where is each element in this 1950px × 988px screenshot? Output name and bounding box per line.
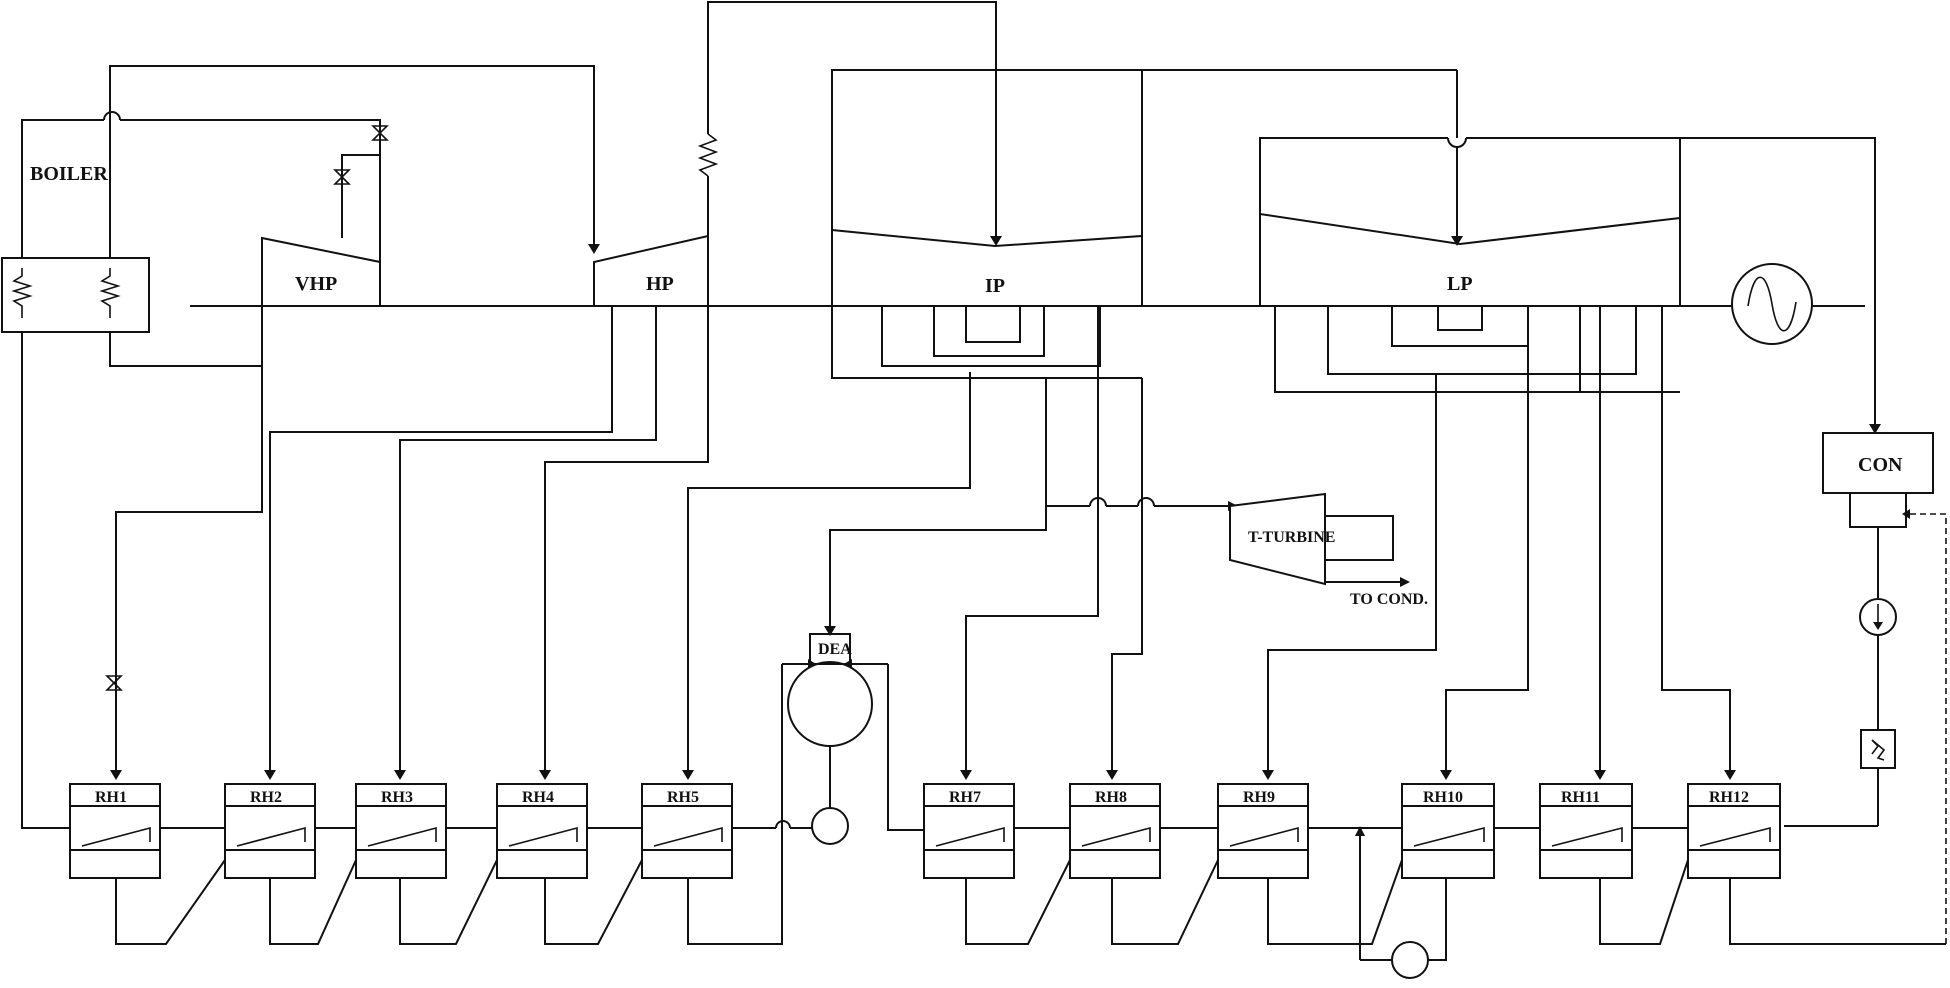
heater-rh4: RH4 bbox=[496, 783, 588, 879]
drain-pump-icon bbox=[1391, 941, 1429, 979]
steam-piping bbox=[21, 1, 1881, 434]
boiler: BOILER bbox=[1, 163, 150, 333]
heater-label: RH11 bbox=[1561, 789, 1600, 806]
deaerator-tank-icon bbox=[787, 661, 873, 747]
heater-rh8: RH8 bbox=[1069, 783, 1161, 879]
heater-rh5: RH5 bbox=[641, 783, 733, 879]
heater-rh7: RH7 bbox=[923, 783, 1015, 879]
t-turbine: T-TURBINE TO COND. bbox=[1229, 492, 1428, 608]
heater-label: RH3 bbox=[381, 789, 413, 806]
condenser-label: CON bbox=[1858, 454, 1903, 476]
heater-label: RH10 bbox=[1423, 789, 1463, 806]
dea-box bbox=[809, 633, 851, 665]
dea-label: DEA bbox=[818, 641, 852, 658]
valve-icon bbox=[105, 675, 123, 691]
deaerator: DEA bbox=[781, 633, 924, 845]
hp-turbine: HP bbox=[593, 234, 709, 306]
ip-turbine: IP bbox=[831, 228, 1143, 306]
heater-rh10: RH10 bbox=[1401, 783, 1495, 879]
heater-rh11: RH11 bbox=[1539, 783, 1633, 879]
gland-cooler-box bbox=[1860, 729, 1896, 769]
heater-rh3: RH3 bbox=[355, 783, 447, 879]
heater-label: RH5 bbox=[667, 789, 699, 806]
valve-icon bbox=[371, 125, 389, 141]
lp-label: LP bbox=[1447, 273, 1473, 295]
drain-lines bbox=[115, 826, 1946, 979]
heater-label: RH1 bbox=[95, 789, 127, 806]
extraction-lines bbox=[110, 306, 1736, 780]
boiler-label: BOILER bbox=[30, 163, 108, 185]
boiler-coil-left bbox=[11, 268, 33, 318]
heater-label: RH7 bbox=[949, 789, 981, 806]
generator bbox=[1731, 263, 1813, 345]
feed-pump-icon bbox=[811, 807, 849, 845]
valves bbox=[105, 125, 389, 691]
condenser-hotwell bbox=[1849, 492, 1907, 528]
heater-label: RH2 bbox=[250, 789, 282, 806]
feedwater-line bbox=[21, 332, 1688, 829]
boiler-coil-right bbox=[99, 268, 121, 318]
heater-rh12: RH12 bbox=[1687, 783, 1781, 879]
hp-label: HP bbox=[646, 273, 674, 295]
boiler-box bbox=[1, 257, 150, 333]
valve-icon bbox=[333, 169, 351, 185]
heater-rh2: RH2 bbox=[224, 783, 316, 879]
to-cond-label: TO COND. bbox=[1350, 591, 1428, 608]
heater-label: RH9 bbox=[1243, 789, 1275, 806]
ip-label: IP bbox=[985, 275, 1005, 297]
condenser: CON bbox=[1784, 432, 1947, 944]
heater-label: RH4 bbox=[522, 789, 554, 806]
heater-rh9: RH9 bbox=[1217, 783, 1309, 879]
vhp-turbine: VHP bbox=[261, 236, 381, 306]
heater-label: RH8 bbox=[1095, 789, 1127, 806]
lp-turbine: LP bbox=[1259, 212, 1681, 306]
t-turbine-label: T-TURBINE bbox=[1248, 529, 1335, 546]
heater-rh1: RH1 bbox=[69, 783, 161, 879]
t-turbine-pump bbox=[1324, 515, 1394, 561]
vhp-label: VHP bbox=[295, 273, 337, 295]
heater-label: RH12 bbox=[1709, 789, 1749, 806]
